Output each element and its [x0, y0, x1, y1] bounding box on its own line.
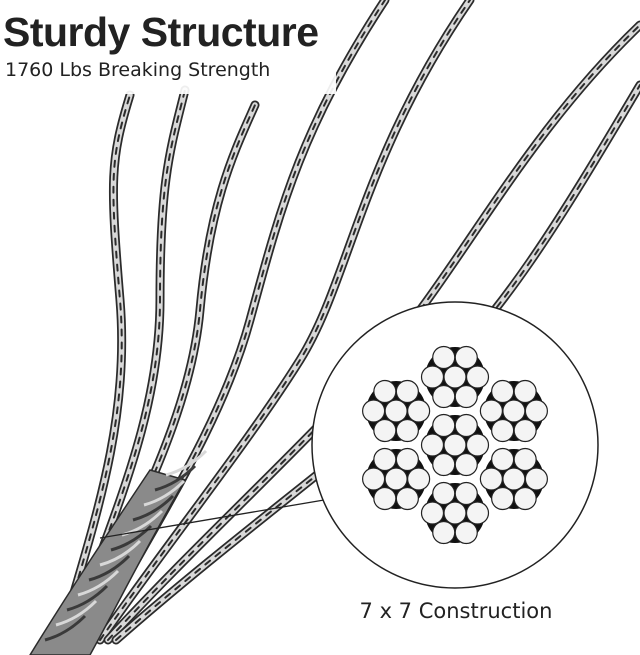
wire-cross-section — [432, 384, 456, 409]
rope-twist — [55, 599, 98, 627]
wire-cross-section — [513, 447, 537, 472]
wire-strand — [59, 94, 131, 641]
wire-cross-section — [395, 447, 419, 472]
rope-twist — [99, 539, 142, 567]
rope-twist — [143, 479, 186, 507]
wire-cross-section — [384, 467, 408, 491]
wire-cross-section — [395, 418, 419, 443]
wire-cross-section — [373, 379, 397, 404]
rope-twist — [154, 464, 197, 492]
wire-cross-section — [454, 413, 478, 438]
wire-cross-section — [454, 481, 478, 506]
page-subtitle: 1760 Lbs Breaking Strength — [5, 59, 271, 81]
wire-cross-section — [395, 379, 419, 404]
wire-cross-section — [420, 433, 445, 457]
wire-cross-section — [513, 486, 537, 511]
wire-cross-section — [395, 486, 419, 511]
cross-section-diagram — [311, 301, 599, 589]
wire-cross-section — [407, 467, 431, 491]
wire-cross-section — [491, 418, 515, 443]
rope-twist — [44, 614, 87, 642]
wire-cross-section — [491, 379, 515, 404]
wire-cross-section — [420, 501, 445, 525]
wire-cross-section — [420, 365, 445, 389]
wire-cross-section — [524, 467, 548, 491]
wire-cross-section — [432, 452, 456, 477]
title-panel: Sturdy Structure 1760 Lbs Breaking Stren… — [0, 0, 336, 94]
wire-cross-section — [362, 467, 386, 491]
wire-cross-section — [454, 452, 478, 477]
rope-twist — [66, 584, 109, 612]
rope-twist — [88, 554, 131, 582]
wire-cross-section — [454, 384, 478, 409]
wire-cross-section — [432, 520, 456, 545]
wire-cross-section — [513, 418, 537, 443]
wire-cross-section — [432, 413, 456, 438]
rope-twist — [132, 494, 175, 522]
wire-cross-section — [491, 447, 515, 472]
wire-cross-section — [443, 433, 467, 457]
wire-cross-section — [443, 501, 467, 525]
rope-twist — [77, 569, 120, 597]
pointer-line — [99, 499, 325, 539]
wire-cross-section — [432, 481, 456, 506]
wire-cross-section — [373, 486, 397, 511]
wire-strand — [99, 0, 471, 641]
rope-twist — [110, 524, 153, 552]
wire-cross-section — [454, 520, 478, 545]
wire-cross-section — [384, 399, 408, 423]
wire-cross-section — [465, 433, 490, 457]
wire-cross-section — [362, 399, 386, 423]
wire-cross-section — [524, 399, 548, 423]
wire-cross-section — [479, 467, 503, 491]
wire-cross-section — [373, 447, 397, 472]
twisted-rope-base — [29, 449, 208, 655]
wire-cross-section — [432, 345, 456, 370]
wire-cross-section — [502, 399, 526, 423]
wire-cross-section — [454, 345, 478, 370]
wire-cross-section — [491, 486, 515, 511]
rope-twist — [165, 449, 208, 477]
page-title: Sturdy Structure — [3, 9, 319, 55]
wire-cross-section — [465, 365, 490, 389]
wire-cross-section — [465, 501, 490, 525]
wire-cross-section — [502, 467, 526, 491]
wire-cross-section — [373, 418, 397, 443]
wire-cross-section — [407, 399, 431, 423]
wire-cross-section — [513, 379, 537, 404]
construction-caption: 7 x 7 Construction — [359, 599, 553, 623]
wire-cross-section — [479, 399, 503, 423]
wire-cross-section — [443, 365, 467, 389]
